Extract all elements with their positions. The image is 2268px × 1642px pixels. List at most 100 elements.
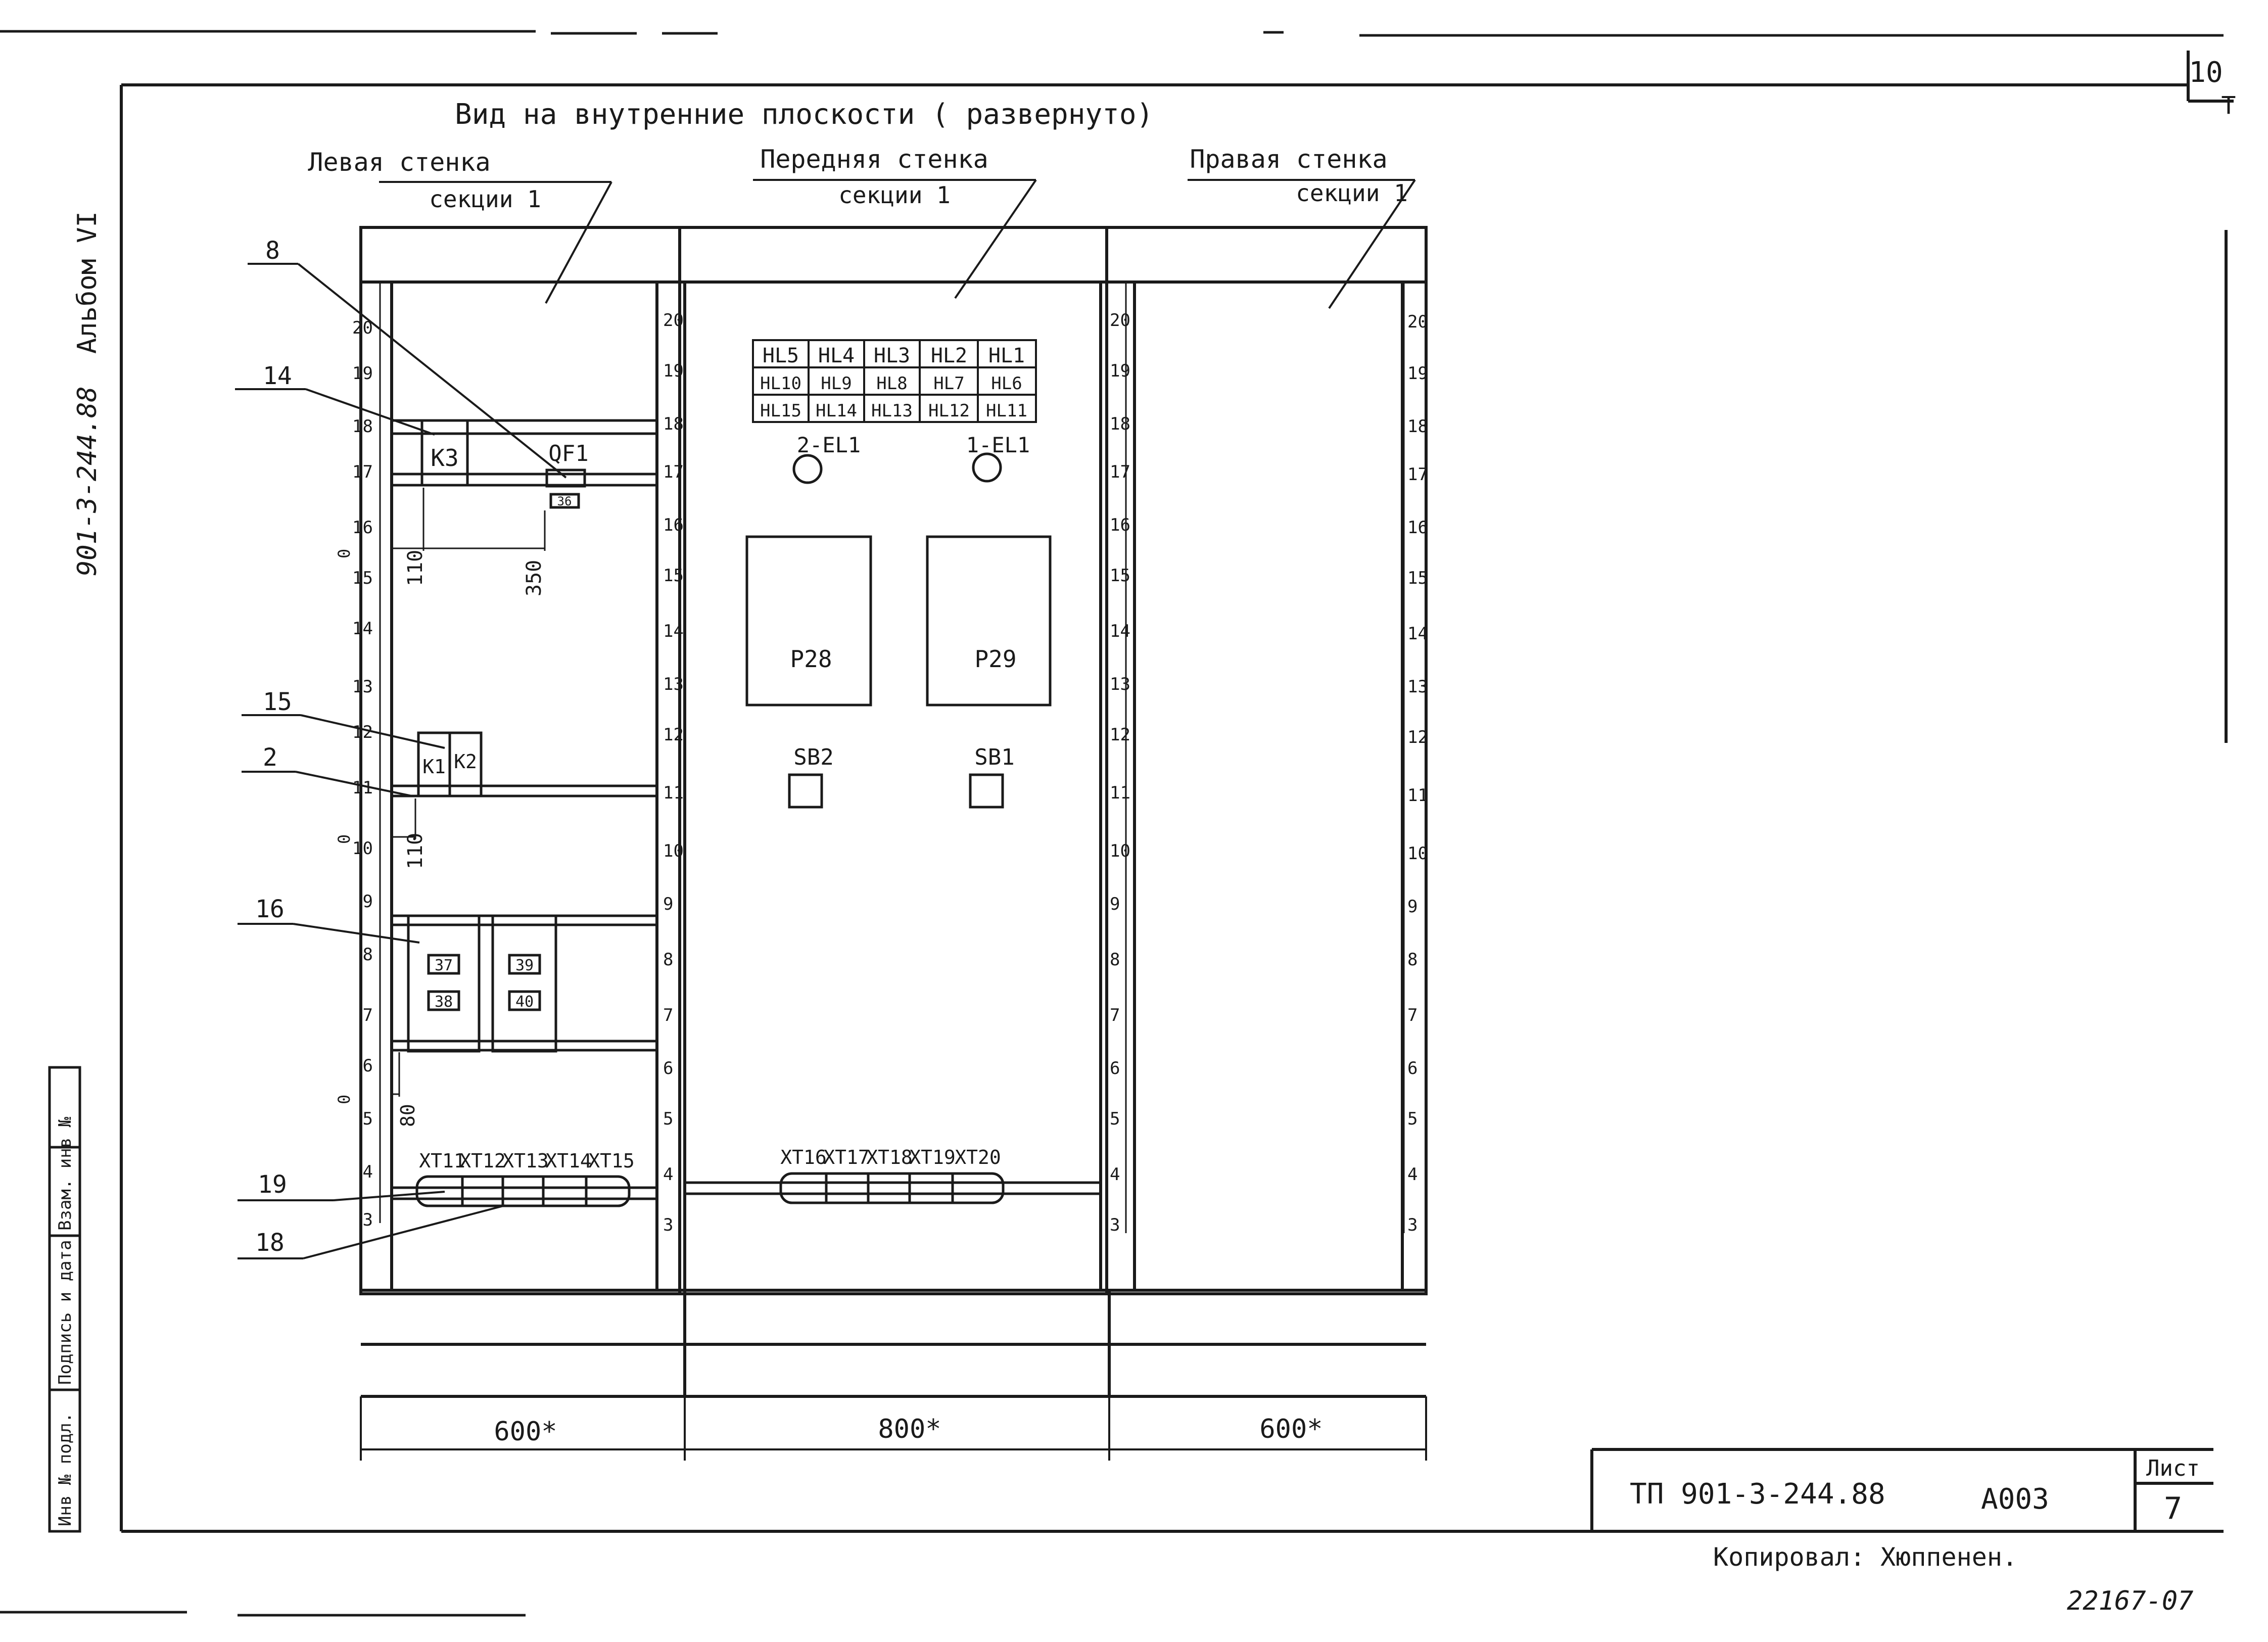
tag-37: 37 [435, 957, 453, 974]
ruler-label: 5 [1110, 1109, 1120, 1129]
ruler-label: 15 [1110, 566, 1130, 586]
ruler-label: 3 [663, 1215, 673, 1235]
ruler-label: 11 [1110, 783, 1130, 803]
ruler-label: 9 [663, 894, 673, 914]
dim-80: 80 [397, 1104, 419, 1127]
ruler-label: 8 [1110, 950, 1120, 970]
callout-14: 14 [263, 362, 292, 390]
ruler-label: 14 [1407, 624, 1428, 644]
ruler-label: 8 [663, 950, 673, 970]
callout-15: 15 [263, 688, 292, 716]
dim-350: 350 [523, 560, 546, 596]
ruler-label: 12 [663, 725, 684, 745]
ruler-label: 3 [1407, 1215, 1418, 1235]
ruler-label: 13 [352, 677, 373, 697]
wall-name-front: Передняя стенка [760, 145, 988, 174]
ruler-label: 20 [1110, 310, 1130, 331]
width-left: 600* [494, 1417, 557, 1447]
terminal-xt18: ХТ18 [866, 1146, 913, 1168]
ruler-label: 9 [1110, 894, 1120, 914]
ruler-label: 7 [1110, 1005, 1120, 1025]
ruler-label: 10 [663, 841, 684, 861]
panel-p28-label: P28 [790, 645, 832, 673]
ruler-label: 16 [352, 518, 373, 538]
lamp-hl9: HL9 [821, 373, 852, 394]
relay-k1: К1 [422, 756, 446, 778]
ruler-left-inner: 20 19 18 17 16 15 14 13 12 11 10 9 8 7 6… [656, 280, 684, 1235]
lamp-hl10: HL10 [760, 373, 801, 394]
width-right: 600* [1259, 1414, 1322, 1444]
ruler-label: 3 [363, 1210, 373, 1230]
terminal-xt17: ХТ17 [823, 1146, 870, 1168]
panel-p28 [745, 535, 872, 707]
callout-18: 18 [255, 1229, 285, 1257]
ruler-label: 15 [352, 568, 373, 588]
ruler-label: 10 [1407, 843, 1428, 864]
lamp-hl1: HL1 [988, 344, 1025, 367]
side-stamp-cell-1: Инв № подл. [55, 1413, 75, 1526]
ruler-label: 18 [1407, 416, 1428, 437]
ruler-label: 5 [363, 1109, 373, 1129]
lamp-hl7: HL7 [933, 373, 964, 394]
ruler-left-outer: 20 19 18 17 16 15 14 13 12 11 10 9 8 7 6… [352, 280, 381, 1230]
ruler-label: 6 [363, 1056, 373, 1076]
ruler-label: 13 [1407, 677, 1428, 697]
ruler-label: 5 [663, 1109, 673, 1129]
dim-110-mid: 110 [404, 833, 427, 869]
width-front: 800* [878, 1414, 941, 1444]
sheet-frame [120, 51, 2234, 1533]
front-wall-equipment: HL5 HL4 HL3 HL2 HL1 HL10 HL9 HL8 HL7 HL6… [685, 339, 1101, 1204]
wall-name-right: Правая стенка [1190, 145, 1387, 174]
ruler-label: 8 [363, 945, 373, 965]
ruler-label: 20 [1407, 312, 1428, 332]
callout-19: 19 [258, 1170, 287, 1199]
ruler-label: 16 [1110, 515, 1130, 535]
zero-mark-2: 0 [335, 834, 354, 844]
dim-110-top: 110 [404, 550, 427, 586]
tag-38: 38 [435, 993, 453, 1011]
lamp-hl3: HL3 [874, 344, 910, 367]
lamp-hl6: HL6 [991, 373, 1022, 394]
title-block-code: ТП 901-3-244.88 [1630, 1478, 1885, 1511]
zero-mark-1: 0 [335, 549, 354, 558]
terminal-xt14: ХТ14 [545, 1150, 592, 1172]
wall-section-left: секции 1 [429, 185, 541, 213]
ruler-label: 19 [352, 363, 373, 384]
light-2-el1: 2-EL1 [797, 433, 861, 457]
copied-by: Копировал: Хюппенен. [1713, 1542, 2017, 1572]
ruler-label: 16 [663, 515, 684, 535]
ruler-label: 3 [1110, 1215, 1120, 1235]
ruler-label: 13 [1110, 674, 1130, 694]
ruler-label: 7 [663, 1005, 673, 1025]
ruler-label: 17 [1407, 464, 1428, 485]
ruler-label: 7 [1407, 1005, 1418, 1025]
ruler-label: 12 [352, 722, 373, 742]
wall-headers: Левая стенка секции 1 Передняя стенка се… [308, 145, 1416, 309]
ruler-label: 19 [1407, 363, 1428, 384]
title-block: ТП 901-3-244.88 А003 Лист 7 [1590, 1448, 2213, 1531]
terminal-xt15: ХТ15 [588, 1150, 635, 1172]
ruler-label: 9 [1407, 897, 1418, 917]
tag-39: 39 [515, 957, 534, 974]
title-block-sheet-label: Лист [2146, 1456, 2200, 1481]
ruler-label: 16 [1407, 518, 1428, 538]
terminal-xt20: ХТ20 [955, 1146, 1001, 1168]
button-sb1 [969, 773, 1004, 809]
callout-2: 2 [263, 743, 277, 772]
ruler-label: 10 [352, 838, 373, 859]
ruler-label: 6 [663, 1058, 673, 1078]
ruler-label: 4 [1407, 1164, 1418, 1185]
terminal-xt13: ХТ13 [502, 1150, 549, 1172]
side-stamp-cell-3: Взам. инв № [55, 1116, 75, 1231]
ruler-label: 8 [1407, 950, 1418, 970]
ruler-label: 17 [663, 462, 684, 482]
ruler-label: 20 [663, 310, 684, 331]
lamp-hl14: HL14 [816, 401, 857, 421]
terminal-xt11: ХТ11 [419, 1150, 465, 1172]
ruler-label: 19 [1110, 361, 1130, 381]
ruler-label: 4 [363, 1162, 373, 1182]
ruler-right-inner: 20 19 18 17 16 15 14 13 12 11 10 9 8 7 6… [1403, 280, 1428, 1235]
light-1-el1-circle [972, 452, 1002, 483]
wall-section-front: секции 1 [838, 181, 951, 209]
